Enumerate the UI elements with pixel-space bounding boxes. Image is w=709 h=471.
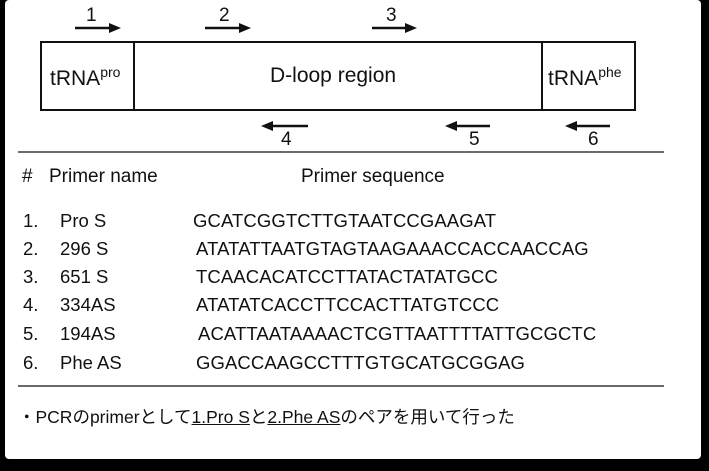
row-num: 1.: [23, 210, 39, 231]
footnote-pair-1: 1.Pro S: [191, 407, 250, 427]
header-num: #: [22, 166, 33, 187]
footnote-prefix: ・PCRのprimerとして: [18, 407, 192, 427]
row-num: 6.: [23, 352, 39, 373]
block-trna-pro: tRNApro: [50, 64, 120, 91]
header-primer-name: Primer name: [49, 166, 158, 187]
block-dloop: D-loop region: [270, 64, 397, 87]
block-trna-phe-label: tRNA: [548, 67, 599, 90]
header-primer-sequence: Primer sequence: [301, 166, 445, 187]
reverse-arrow-6: [565, 121, 610, 131]
row-num: 5.: [23, 323, 39, 344]
arrow-label-6: 6: [588, 129, 599, 150]
arrow-label-2: 2: [219, 5, 230, 26]
reverse-arrow-4: [261, 121, 308, 131]
row-sequence: ACATTAATAAAACTCGTTAATTTTATTGCGCTC: [198, 323, 597, 344]
row-sequence: TCAACACATCCTTATACTATATGCC: [196, 266, 498, 287]
row-sequence: GGACCAAGCCTTTGTGCATGCGGAG: [196, 352, 525, 373]
row-sequence: ATATATCACCTTCCACTTATGTCCC: [196, 294, 500, 315]
block-trna-phe-sup: phe: [598, 64, 622, 80]
row-name: Phe AS: [60, 352, 122, 373]
row-name: 296 S: [60, 238, 109, 259]
footnote: ・PCRのprimerとして1.Pro Sと2.Phe ASのペアを用いて行った: [18, 404, 515, 429]
forward-arrow-3: [372, 23, 417, 33]
row-num: 3.: [23, 266, 39, 287]
row-sequence: GCATCGGTCTTGTAATCCGAAGAT: [193, 210, 497, 231]
row-name: 651 S: [60, 266, 109, 287]
row-name: Pro S: [60, 210, 107, 231]
arrow-label-5: 5: [469, 129, 480, 150]
row-name: 334AS: [60, 294, 116, 315]
gene-map-outline: [40, 41, 636, 111]
row-num: 2.: [23, 238, 39, 259]
arrow-label-4: 4: [281, 129, 292, 150]
arrow-label-3: 3: [386, 5, 397, 26]
footnote-suffix: のペアを用いて行った: [340, 407, 515, 427]
forward-arrow-2: [205, 23, 251, 33]
row-num: 4.: [23, 294, 39, 315]
footnote-pair-2: 2.Phe AS: [267, 407, 341, 427]
forward-arrow-1: [75, 23, 121, 33]
footnote-mid: と: [249, 407, 268, 427]
arrow-label-1: 1: [86, 5, 97, 26]
block-trna-phe: tRNAphe: [548, 64, 622, 91]
figure-panel: [5, 0, 701, 459]
row-name: 194AS: [60, 323, 116, 344]
row-sequence: ATATATTAATGTAGTAAGAAACCACCAACCAG: [196, 238, 589, 259]
reverse-arrow-5: [445, 121, 490, 131]
block-trna-pro-sup: pro: [100, 64, 121, 80]
block-trna-pro-label: tRNA: [50, 67, 101, 90]
